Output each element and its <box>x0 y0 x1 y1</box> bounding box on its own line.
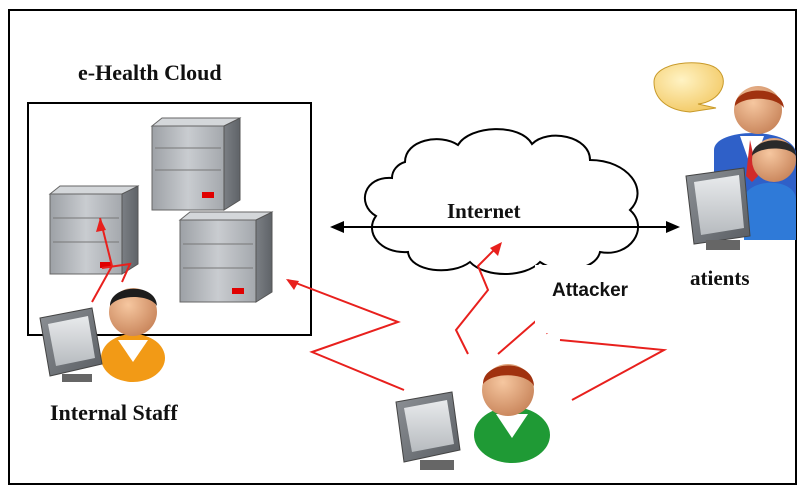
attacker-label: Attacker <box>552 280 629 301</box>
attacker-label-backing <box>535 265 663 333</box>
attack-arrowhead <box>96 218 502 290</box>
server-icon <box>178 211 274 303</box>
attacker-icon <box>395 364 550 470</box>
patients-label: atients <box>690 266 750 290</box>
internet-label: Internet <box>447 199 521 223</box>
patients-icon <box>653 62 796 250</box>
connection-arrow <box>330 221 680 233</box>
internal-staff-icon <box>39 288 165 382</box>
cloud-box-title: e-Health Cloud <box>78 60 222 85</box>
speech-bubble-icon <box>653 62 724 113</box>
outer-frame <box>8 9 797 485</box>
server-icon <box>48 185 140 275</box>
internal-staff-label: Internal Staff <box>50 400 178 425</box>
cloud-icon <box>364 128 640 275</box>
server-icon <box>150 117 242 211</box>
